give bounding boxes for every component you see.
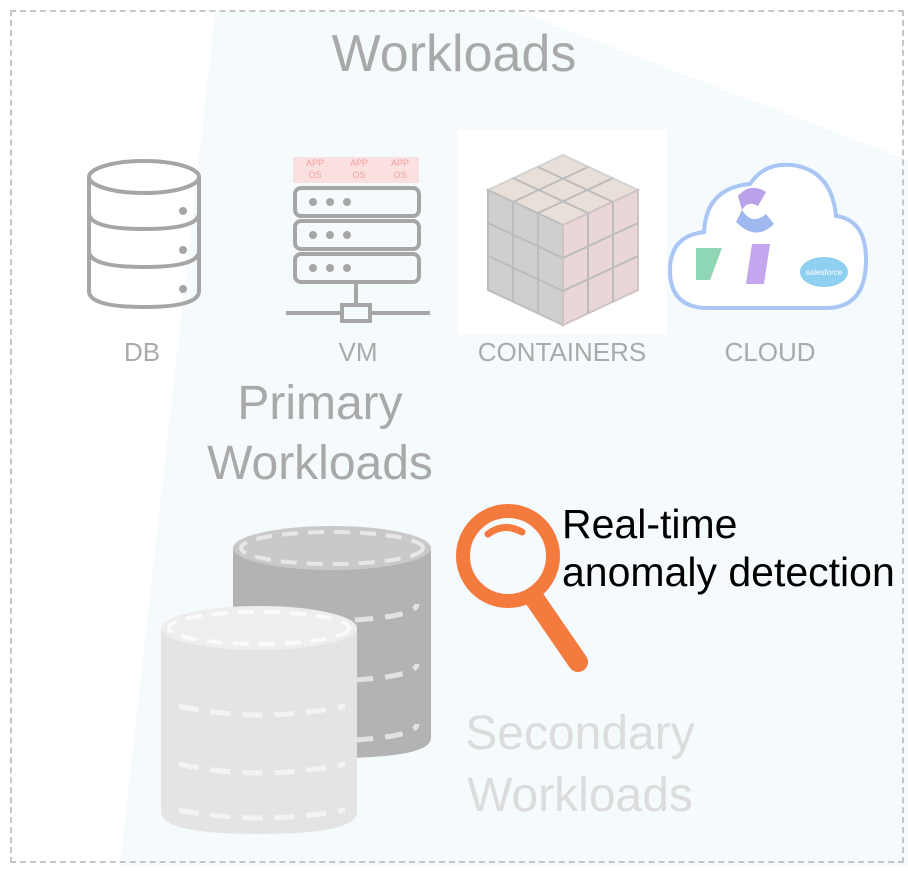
- workload-label-vm: VM: [338, 337, 378, 367]
- database-icon: [87, 159, 201, 310]
- storage-cylinders-icon: [161, 526, 431, 834]
- magnifier-icon: [456, 504, 588, 672]
- workload-label-containers: CONTAINERS: [477, 337, 647, 367]
- diagram-frame: [10, 10, 904, 863]
- workload-label-cloud: CLOUD: [724, 337, 816, 367]
- salesforce-logo-text: salesforce: [806, 268, 843, 277]
- workload-label-db: DB: [123, 337, 161, 367]
- diagram-title: Workloads: [331, 25, 577, 83]
- primary-workloads-label: Primary Workloads: [207, 377, 433, 490]
- cloud-icon: salesforce: [667, 162, 869, 310]
- detection-label: Real-time anomaly detection: [562, 501, 895, 595]
- containers-cube-icon: [485, 153, 641, 327]
- server-icon: [286, 186, 430, 323]
- secondary-workloads-label: Secondary Workloads: [465, 707, 695, 822]
